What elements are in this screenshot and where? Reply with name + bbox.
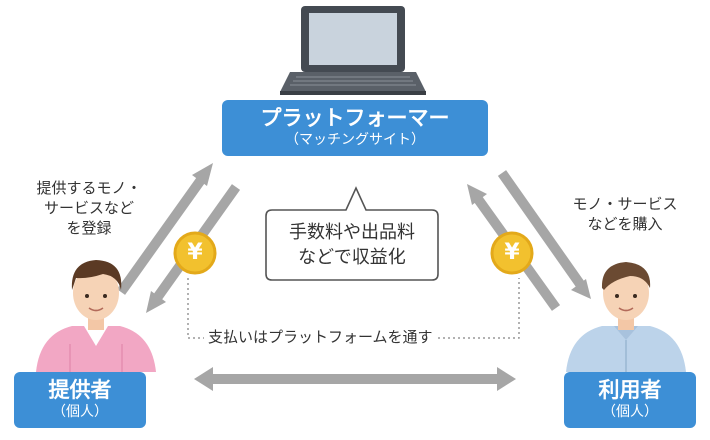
provider-note-line-3: を登録 xyxy=(66,219,112,237)
platform-title: プラットフォーマー xyxy=(260,106,450,130)
yen-coin-right-icon xyxy=(490,231,534,275)
provider-note-line-2: サービスなど xyxy=(43,199,134,217)
fee-bubble-text: 手数料や出品料 などで収益化 xyxy=(266,220,438,270)
user-note-line-1: モノ・サービス xyxy=(572,195,678,213)
fee-speech-bubble xyxy=(265,186,439,281)
provider-person-icon xyxy=(36,260,156,372)
yen-coin-left-icon xyxy=(173,231,217,275)
provider-title: 提供者 xyxy=(48,378,112,402)
fee-bubble-line-1: 手数料や出品料 xyxy=(289,222,415,243)
user-subtitle: （個人） xyxy=(602,404,658,420)
provider-box: 提供者 （個人） xyxy=(14,372,146,428)
platform-box: プラットフォーマー （マッチングサイト） xyxy=(222,100,488,156)
yen-symbol-right: ¥ xyxy=(504,240,520,265)
platform-subtitle: （マッチングサイト） xyxy=(285,132,425,148)
provider-upload-arrow xyxy=(116,163,213,295)
laptop-icon xyxy=(280,6,426,95)
user-note: モノ・サービス などを購入 xyxy=(545,194,705,234)
user-purchase-arrow xyxy=(497,170,591,299)
payment-label: 支払いはプラットフォームを通す xyxy=(204,327,437,347)
user-note-line-2: などを購入 xyxy=(587,215,663,233)
provider-note-line-1: 提供するモノ・ xyxy=(36,179,142,197)
provider-note: 提供するモノ・ サービスなど を登録 xyxy=(14,178,164,238)
user-title: 利用者 xyxy=(598,378,662,402)
provider-subtitle: （個人） xyxy=(52,404,108,420)
yen-symbol-left: ¥ xyxy=(187,240,203,265)
bottom-double-arrow xyxy=(194,367,516,391)
user-person-icon xyxy=(566,262,686,372)
fee-bubble-line-2: などで収益化 xyxy=(298,247,406,268)
user-box: 利用者 （個人） xyxy=(564,372,696,428)
